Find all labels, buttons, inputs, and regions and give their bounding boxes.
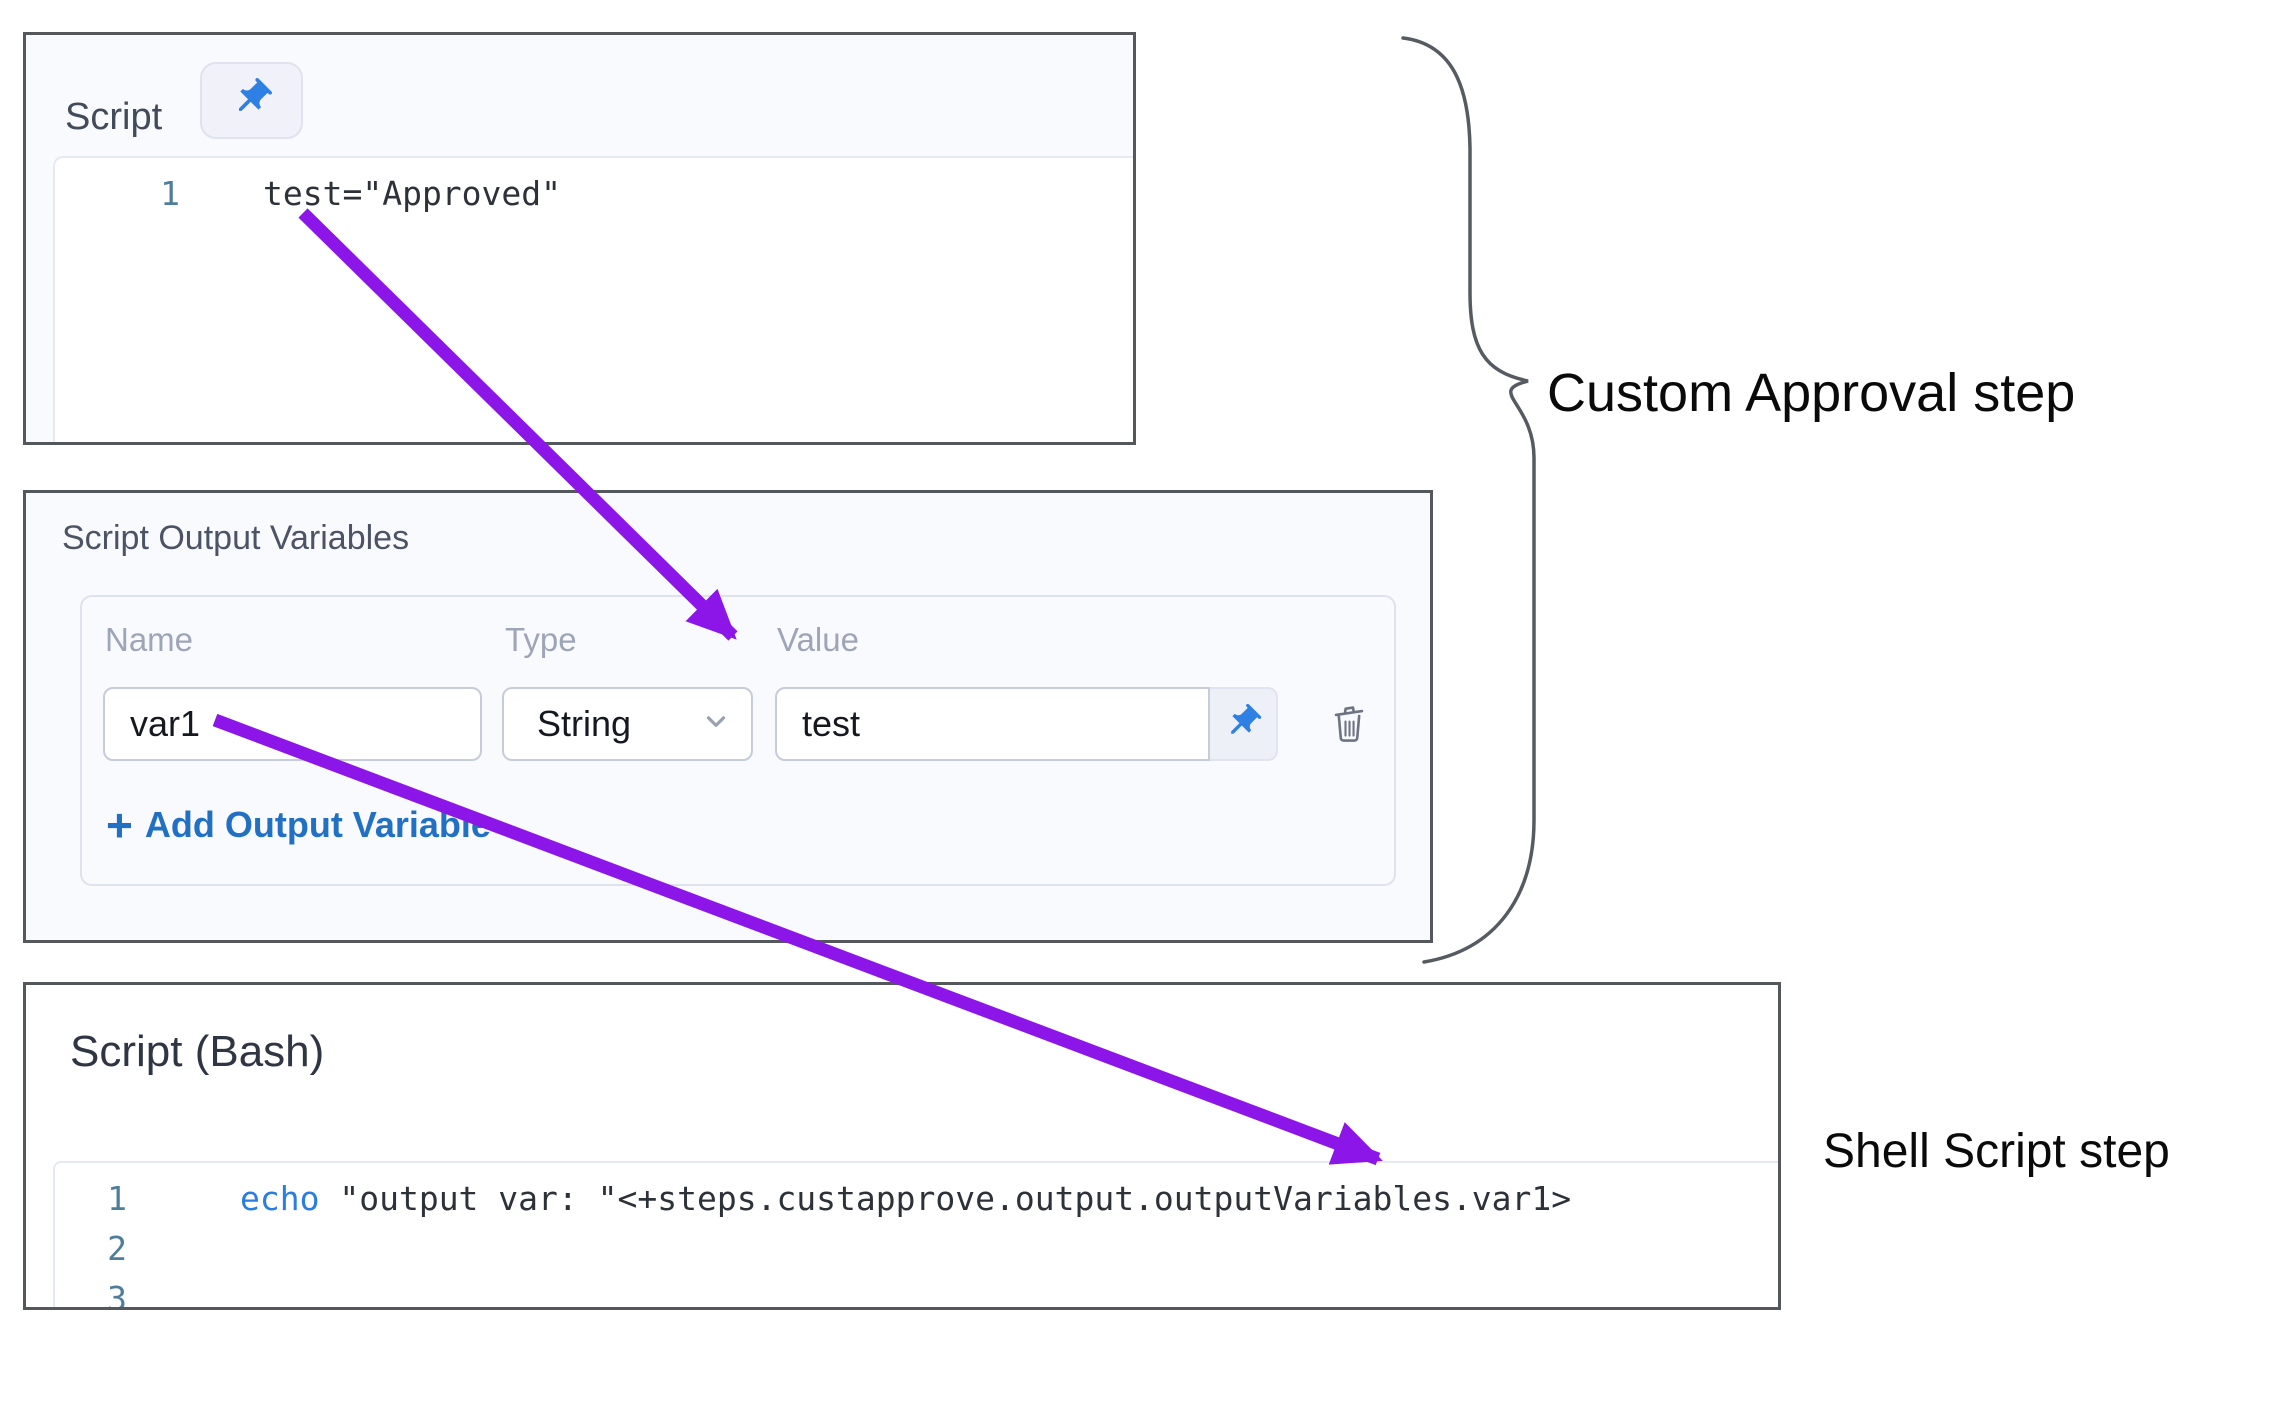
name-column-label: Name: [105, 621, 194, 658]
add-output-variable-label: Add Output Variable: [144, 804, 491, 845]
code-line: 1 test="Approved": [55, 168, 1133, 218]
echo-keyword: echo: [240, 1178, 320, 1218]
chevron-down-icon: [701, 703, 731, 745]
variable-type-select[interactable]: String: [502, 687, 753, 761]
script-pin-button[interactable]: [200, 62, 303, 139]
code-line: 3: [55, 1273, 1778, 1308]
line-number: 1: [107, 1178, 127, 1218]
line-number: 3: [107, 1278, 127, 1308]
script-panel-title: Script: [65, 96, 163, 138]
code-line: 1 echo "output var: "<+steps.custapprove…: [55, 1173, 1778, 1223]
bash-panel-title: Script (Bash): [70, 1027, 325, 1076]
value-column-label: Value: [777, 621, 859, 658]
line-number: 2: [107, 1228, 127, 1268]
pushpin-icon: [1223, 702, 1263, 747]
bash-script-panel: Script (Bash) 1 echo "output var: "<+ste…: [23, 982, 1781, 1310]
trash-icon: [1328, 699, 1370, 750]
type-select-value: String: [537, 703, 632, 744]
output-variables-panel: Script Output Variables Name Type Value …: [23, 490, 1433, 943]
variable-value-input[interactable]: [775, 687, 1210, 761]
approval-script-editor[interactable]: 1 test="Approved": [53, 156, 1133, 442]
plus-icon: +: [106, 799, 133, 851]
custom-approval-step-label: Custom Approval step: [1547, 363, 2076, 423]
type-column-label: Type: [505, 621, 577, 658]
code-text: echo "output var: "<+steps.custapprove.o…: [240, 1179, 1571, 1218]
variable-name-input[interactable]: [103, 687, 482, 761]
pushpin-icon: [230, 76, 274, 125]
output-variables-card: Name Type Value String: [80, 595, 1396, 886]
value-pin-button[interactable]: [1210, 687, 1278, 761]
output-variables-title: Script Output Variables: [62, 519, 410, 557]
bash-script-editor[interactable]: 1 echo "output var: "<+steps.custapprove…: [53, 1161, 1778, 1307]
variable-value-field: [775, 687, 1278, 761]
line-number: 1: [160, 173, 180, 213]
script-panel: Script 1 test="Approved": [23, 32, 1136, 445]
code-rest: "output var: "<+steps.custapprove.output…: [319, 1178, 1572, 1218]
add-output-variable-button[interactable]: + Add Output Variable: [106, 802, 491, 848]
delete-variable-button[interactable]: [1327, 699, 1371, 749]
code-line: 2: [55, 1223, 1778, 1273]
code-text: test="Approved": [263, 173, 562, 213]
shell-script-step-label: Shell Script step: [1823, 1125, 2170, 1178]
